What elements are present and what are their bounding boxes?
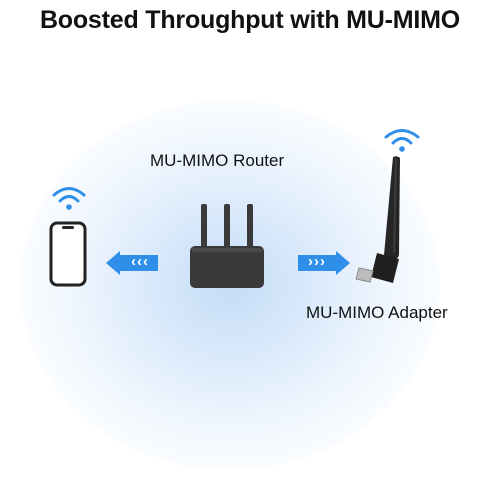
wifi-icon <box>52 187 86 210</box>
smartphone-icon <box>49 221 87 287</box>
arrow-left-icon <box>106 251 158 275</box>
arrow-right-icon <box>298 251 350 275</box>
router-icon <box>190 204 264 288</box>
usb-adapter-icon <box>355 156 400 283</box>
arrow-left-glyphs: ‹‹‹ <box>131 253 149 270</box>
router-label: MU-MIMO Router <box>150 151 285 170</box>
adapter-label: MU-MIMO Adapter <box>306 303 448 322</box>
wifi-icon <box>384 129 420 152</box>
page-title: Boosted Throughput with MU-MIMO <box>39 6 461 34</box>
arrow-right-glyphs: ››› <box>308 253 326 270</box>
